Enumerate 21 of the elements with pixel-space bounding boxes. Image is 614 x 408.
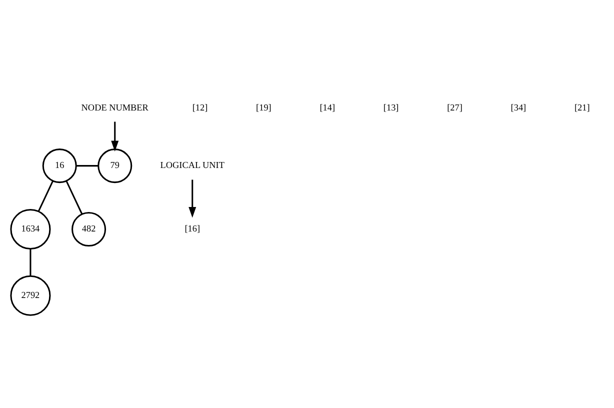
label: [12] bbox=[192, 102, 208, 112]
label: [27] bbox=[447, 102, 462, 112]
connector bbox=[30, 248, 32, 276]
connector bbox=[66, 180, 83, 214]
node-text: [16] bbox=[184, 223, 200, 234]
label: [34] bbox=[510, 102, 526, 112]
arrow bbox=[188, 179, 196, 218]
node-circle: 2792 bbox=[10, 274, 51, 316]
label: [13] bbox=[383, 102, 399, 112]
node-circle: 1634 bbox=[10, 208, 51, 250]
connector bbox=[76, 164, 98, 166]
node-circle: 482 bbox=[72, 212, 106, 246]
node-circle: 16 bbox=[42, 148, 77, 183]
node-text: LOGICAL UNIT bbox=[160, 160, 224, 170]
label: [21] bbox=[574, 102, 590, 112]
connector bbox=[38, 180, 54, 212]
node-circle: 79 bbox=[98, 148, 132, 183]
node-text: NODE NUMBER bbox=[81, 102, 148, 112]
label: [19] bbox=[256, 102, 272, 112]
arrow bbox=[111, 121, 119, 152]
label: [14] bbox=[320, 102, 336, 112]
